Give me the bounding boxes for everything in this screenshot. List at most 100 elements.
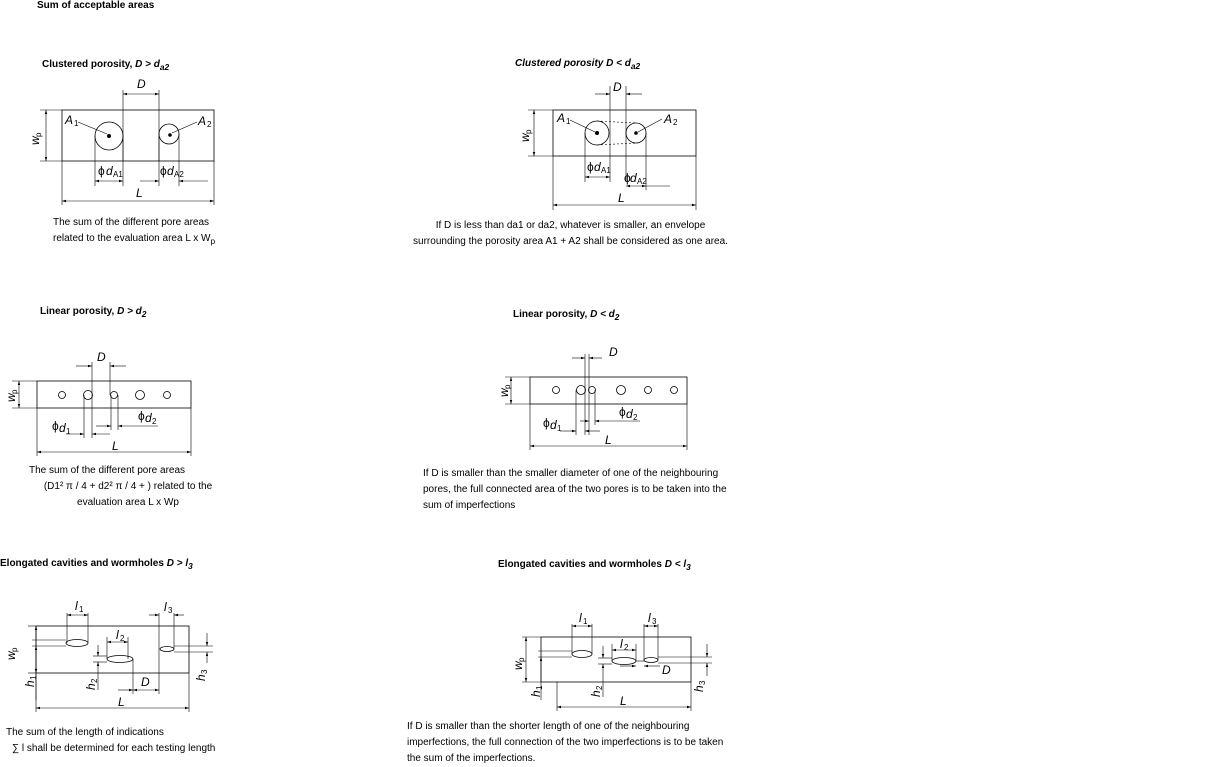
- svg-text:A1: A1: [113, 170, 123, 179]
- pore: [163, 391, 171, 399]
- label-D: D: [662, 663, 671, 677]
- pore-d1: [83, 390, 93, 400]
- label-A2: A: [663, 112, 672, 126]
- label-D: D: [97, 350, 106, 364]
- svg-text:1: 1: [566, 117, 571, 126]
- svg-text:2: 2: [633, 413, 638, 422]
- svg-text:p: p: [517, 657, 526, 662]
- label-A1: A: [556, 111, 565, 125]
- svg-text:ϕ: ϕ: [619, 405, 626, 419]
- svg-text:A2: A2: [637, 177, 647, 186]
- diagram-elongated-right: l 1 l 3 l 2 w p h 1 h 2: [511, 611, 712, 711]
- svg-text:d: d: [145, 411, 152, 425]
- svg-text:h: h: [692, 685, 706, 692]
- caption-elongated-left: The sum of the length of indications ∑ l…: [6, 727, 216, 754]
- svg-text:ϕ: ϕ: [52, 419, 59, 433]
- label-D: D: [613, 80, 622, 94]
- svg-text:ϕ: ϕ: [624, 171, 631, 185]
- svg-text:2: 2: [152, 417, 157, 426]
- heading-clustered-right: Clustered porosity D < da2: [515, 58, 641, 71]
- svg-text:3: 3: [652, 617, 657, 626]
- pore: [670, 386, 678, 394]
- svg-text:2: 2: [595, 685, 604, 690]
- svg-text:h: h: [589, 690, 603, 697]
- evaluation-area-rect: [529, 376, 688, 405]
- svg-text:3: 3: [698, 680, 707, 685]
- diagram-linear-right: D w p ϕ d 1 ϕ d 2 L: [497, 345, 688, 450]
- svg-text:ϕ: ϕ: [160, 164, 167, 178]
- svg-text:3: 3: [200, 669, 209, 674]
- pore-d2: [588, 386, 596, 394]
- heading-linear-right: Linear porosity, D < d2: [513, 309, 620, 322]
- label-A2: A: [197, 114, 206, 128]
- evaluation-area-rect: [36, 380, 192, 409]
- svg-text:p: p: [10, 647, 19, 652]
- svg-text:ϕ: ϕ: [98, 164, 105, 178]
- svg-text:d: d: [630, 171, 637, 185]
- svg-text:3: 3: [168, 606, 173, 615]
- svg-text:d: d: [550, 418, 557, 432]
- svg-text:h: h: [194, 674, 208, 681]
- svg-text:w: w: [4, 392, 18, 402]
- diagram-elongated-left: l 1 l 3 l 2 w p h 1 h 2: [4, 599, 213, 712]
- caption-clustered-right: If D is less than da1 or da2, whatever i…: [413, 220, 728, 247]
- heading-elongated-right: Elongated cavities and wormholes D < l3: [498, 559, 691, 572]
- label-L: L: [620, 694, 627, 708]
- caption-elongated-right: If D is smaller than the shorter length …: [407, 721, 724, 764]
- svg-text:A2: A2: [174, 170, 184, 179]
- svg-text:2: 2: [673, 118, 678, 127]
- heading-elongated-left: Elongated cavities and wormholes D > l3: [0, 558, 193, 571]
- label-L: L: [112, 439, 119, 453]
- cavity-l1: [65, 639, 89, 647]
- svg-text:ϕ: ϕ: [587, 160, 594, 174]
- svg-text:p: p: [34, 132, 43, 137]
- svg-text:h: h: [23, 680, 37, 687]
- label-D: D: [141, 675, 150, 689]
- cavity-l3: [643, 657, 659, 663]
- pore: [616, 385, 626, 395]
- cavity-l2: [106, 655, 134, 663]
- svg-text:h: h: [529, 690, 543, 697]
- svg-text:l: l: [620, 637, 623, 651]
- label-A1: A: [64, 113, 73, 127]
- svg-text:d: d: [106, 164, 113, 178]
- svg-text:w: w: [511, 660, 525, 670]
- svg-text:ϕ: ϕ: [543, 416, 550, 430]
- svg-text:d: d: [59, 421, 66, 435]
- pore: [552, 386, 560, 394]
- svg-text:1: 1: [535, 685, 544, 690]
- svg-text:2: 2: [624, 643, 629, 652]
- cavity-l2: [611, 657, 637, 665]
- svg-text:1: 1: [74, 119, 79, 128]
- svg-text:d: d: [626, 407, 633, 421]
- svg-text:1: 1: [29, 675, 38, 680]
- label-D: D: [137, 77, 146, 91]
- pore-d2: [110, 391, 118, 399]
- svg-text:l: l: [116, 628, 119, 642]
- svg-text:l: l: [164, 600, 167, 614]
- label-L: L: [618, 191, 625, 205]
- heading-linear-left: Linear porosity, D > d2: [40, 306, 147, 319]
- svg-text:w: w: [518, 132, 532, 142]
- caption-clustered-left: The sum of the different pore areas rela…: [53, 217, 216, 246]
- pore: [644, 386, 652, 394]
- svg-text:l: l: [579, 611, 582, 625]
- svg-text:w: w: [4, 650, 18, 660]
- cavity-l3: [159, 646, 175, 652]
- svg-text:1: 1: [79, 605, 84, 614]
- evaluation-area-rect: [61, 109, 215, 162]
- svg-text:w: w: [497, 387, 511, 397]
- svg-text:d: d: [594, 160, 601, 174]
- pore-d1: [576, 385, 586, 395]
- page-title: Sum of acceptable areas: [37, 0, 155, 11]
- svg-text:p: p: [10, 389, 19, 394]
- svg-text:p: p: [524, 129, 533, 134]
- svg-text:2: 2: [120, 634, 125, 643]
- svg-text:d: d: [167, 164, 174, 178]
- svg-text:ϕ: ϕ: [138, 409, 145, 423]
- svg-text:l: l: [648, 611, 651, 625]
- evaluation-area-rect: [35, 625, 190, 674]
- svg-text:1: 1: [583, 617, 588, 626]
- svg-text:h: h: [84, 683, 98, 690]
